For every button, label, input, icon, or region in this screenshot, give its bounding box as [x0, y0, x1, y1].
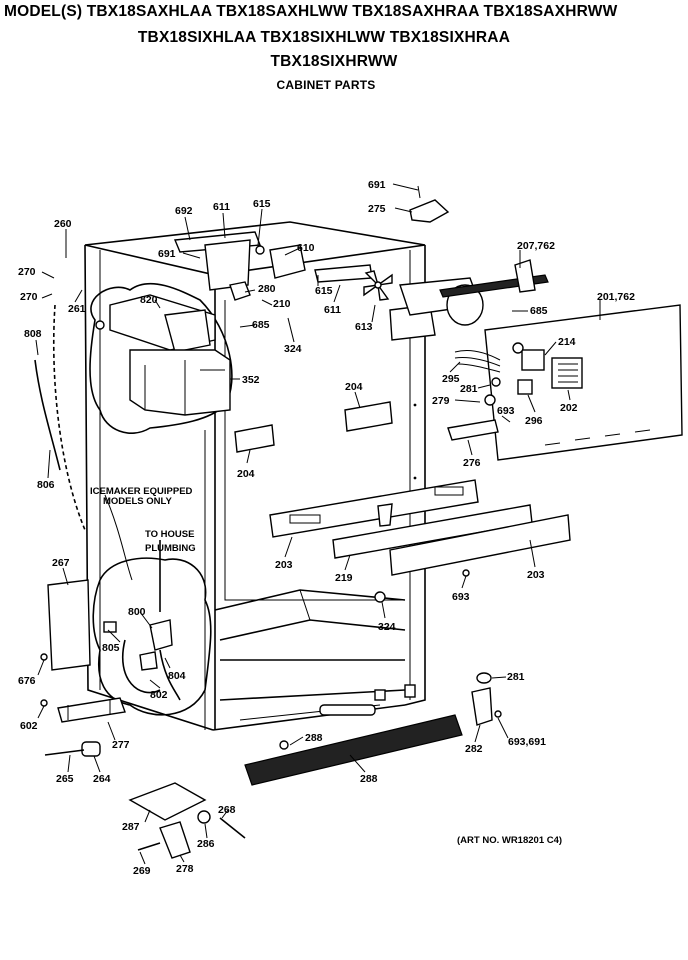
callout-265: 265: [56, 773, 74, 785]
callout-602: 602: [20, 720, 38, 732]
callout-264: 264: [93, 773, 111, 785]
icemaker-note-line-1: ICEMAKER EQUIPPED: [90, 486, 193, 497]
callout-805: 805: [102, 642, 120, 654]
callout-203-right: 203: [527, 569, 545, 581]
callout-802: 802: [150, 689, 168, 701]
callout-207-762: 207,762: [517, 240, 555, 252]
callout-800: 800: [128, 606, 146, 618]
callout-685-left: 685: [252, 319, 270, 331]
callout-203-left: 203: [275, 559, 293, 571]
callout-808: 808: [24, 328, 42, 340]
callout-268: 268: [218, 804, 236, 816]
callout-269: 269: [133, 865, 151, 877]
callout-288-grille: 288: [360, 773, 378, 785]
callout-676: 676: [18, 675, 36, 687]
callout-280: 280: [258, 283, 276, 295]
callout-820: 820: [140, 294, 158, 306]
bracket-204-right: [344, 401, 393, 432]
top-components: [173, 185, 549, 341]
callout-281-bottom: 281: [507, 671, 525, 683]
callout-352: 352: [242, 374, 260, 386]
callout-278: 278: [176, 863, 194, 875]
callout-685-right: 685: [530, 305, 548, 317]
callout-806: 806: [37, 479, 55, 491]
callout-324-top: 324: [284, 343, 302, 355]
callout-615-top: 615: [253, 198, 271, 210]
callout-295: 295: [442, 373, 460, 385]
icemaker-note-line-2: MODELS ONLY: [103, 496, 172, 507]
callout-267: 267: [52, 557, 70, 569]
callout-693-panel: 693: [497, 405, 515, 417]
plumbing-note-line-2: PLUMBING: [145, 543, 196, 554]
callout-277: 277: [112, 739, 130, 751]
plumbing-note-line-1: TO HOUSE: [145, 529, 194, 540]
art-number: (ART NO. WR18201 C4): [457, 835, 562, 846]
front-rails: [269, 479, 571, 576]
icemaker-assembly: [95, 294, 231, 416]
callout-214: 214: [558, 336, 576, 348]
callout-210: 210: [273, 298, 291, 310]
callout-279: 279: [432, 395, 450, 407]
plumbing-parts: [103, 540, 181, 701]
section-title: CABINET PARTS: [276, 78, 376, 92]
callout-270-a: 270: [18, 266, 36, 278]
model-list-line-1: MODEL(S) TBX18SAXHLAA TBX18SAXHLWW TBX18…: [4, 3, 618, 20]
bracket-204-left: [234, 424, 275, 453]
callout-202: 202: [560, 402, 578, 414]
callout-611-mid: 611: [324, 304, 341, 316]
callout-691-top: 691: [368, 179, 386, 191]
callout-275: 275: [368, 203, 386, 215]
leader-lines: [35, 183, 601, 865]
callout-286: 286: [197, 838, 215, 850]
callout-692: 692: [175, 205, 193, 217]
model-list-line-2: TBX18SIXHLAA TBX18SIXHLWW TBX18SIXHRAA: [137, 29, 511, 46]
callout-611-top: 611: [213, 201, 230, 213]
control-panel: [447, 304, 683, 461]
callout-287: 287: [122, 821, 140, 833]
callout-281-top: 281: [460, 383, 478, 395]
callout-296: 296: [525, 415, 543, 427]
callout-219: 219: [335, 572, 353, 584]
callout-615-mid: 615: [315, 285, 333, 297]
callout-693-691: 693,691: [508, 736, 546, 748]
callout-324-bottom: 324: [378, 621, 396, 633]
callout-204-left: 204: [237, 468, 255, 480]
callout-613: 613: [355, 321, 373, 333]
callout-204-right: 204: [345, 381, 363, 393]
panel-267: [47, 579, 91, 671]
callout-labels: 691 275 692 611 615 260 691 610 207,762 …: [18, 179, 635, 877]
callout-276: 276: [463, 457, 481, 469]
callout-260: 260: [54, 218, 72, 230]
base-parts: [40, 569, 502, 859]
callout-691-left: 691: [158, 248, 176, 260]
callout-288-small: 288: [305, 732, 323, 744]
callout-804: 804: [168, 670, 186, 682]
callout-261: 261: [68, 303, 86, 315]
callout-693-mid: 693: [452, 591, 470, 603]
callout-282: 282: [465, 743, 483, 755]
callout-270-b: 270: [20, 291, 38, 303]
callout-201-762: 201,762: [597, 291, 635, 303]
model-list-line-3: TBX18SIXHRWW: [270, 53, 398, 70]
callout-610: 610: [297, 242, 315, 254]
